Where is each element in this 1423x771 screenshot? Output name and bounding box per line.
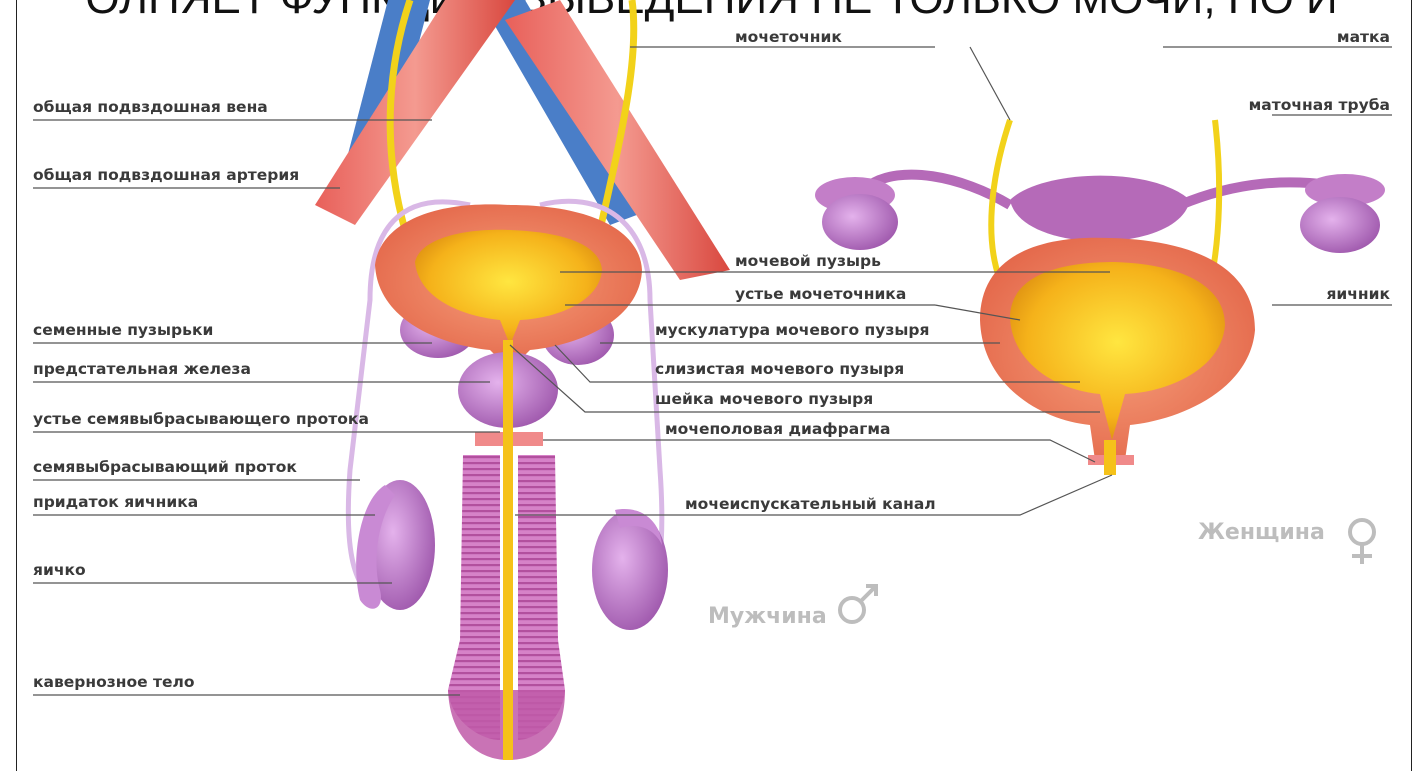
label-uterus: матка: [1337, 28, 1390, 46]
uterus: [1010, 176, 1190, 242]
label-bladder-mucosa: слизистая мочевого пузыря: [655, 360, 904, 378]
label-epididymis: придаток яичника: [33, 493, 198, 511]
female-sex-label-group: Женщина: [1198, 520, 1374, 564]
label-seminal-vesicles: семенные пузырьки: [33, 321, 213, 339]
ovary-right: [1300, 197, 1380, 253]
bladder-lumen-female: [1010, 262, 1225, 440]
label-iliac-artery: общая подвздошная артерия: [33, 166, 299, 184]
label-bladder: мочевой пузырь: [735, 252, 881, 270]
label-ovary: яичник: [1326, 285, 1390, 303]
label-fallopian-tube: маточная труба: [1249, 96, 1390, 114]
label-cavernous-body: кавернозное тело: [33, 673, 195, 691]
female-symbol-icon: [1350, 520, 1374, 564]
labels-left: общая подвздошная вена общая подвздошная…: [33, 98, 369, 691]
label-testis: яичко: [33, 561, 86, 579]
label-ejaculatory-orifice: устье семявыбрасывающего протока: [33, 410, 369, 428]
label-ureter: мочеточник: [735, 28, 842, 46]
label-urethra: мочеиспускательный канал: [685, 495, 936, 513]
label-iliac-vein: общая подвздошная вена: [33, 98, 268, 116]
label-bladder-muscle: мускулатура мочевого пузыря: [655, 321, 929, 339]
label-prostate: предстательная железа: [33, 360, 251, 378]
urethra-male: [503, 340, 513, 760]
label-ejaculatory-duct: семявыбрасывающий проток: [33, 458, 297, 476]
urethra-female: [1104, 440, 1116, 475]
labels-right: матка маточная труба яичник: [1249, 28, 1391, 303]
ovary-left: [822, 194, 898, 250]
label-urogenital-diaphragm: мочеполовая диафрагма: [665, 420, 890, 438]
male-sex-label-group: Мужчина: [708, 586, 876, 629]
label-male: Мужчина: [708, 604, 827, 629]
label-ureter-orifice: устье мочеточника: [735, 285, 906, 303]
male-symbol-icon: [840, 586, 876, 622]
label-female: Женщина: [1198, 520, 1325, 545]
label-bladder-neck: шейка мочевого пузыря: [655, 390, 873, 408]
